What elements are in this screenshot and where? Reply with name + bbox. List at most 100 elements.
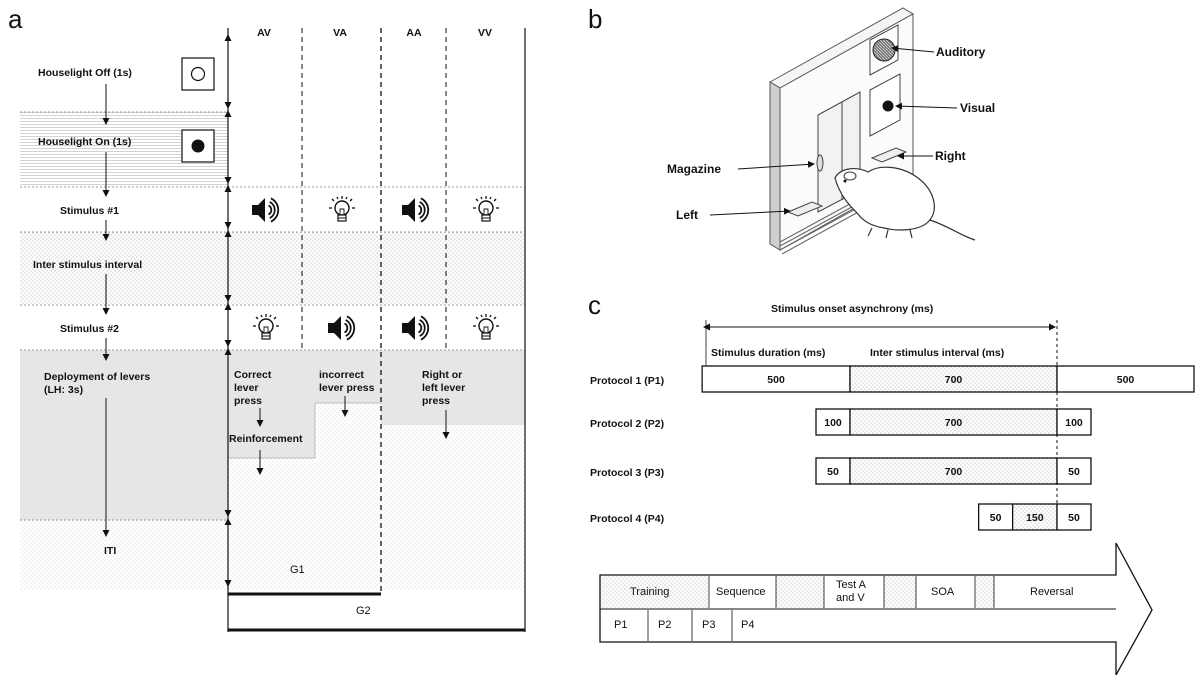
deployment-label: Deployment of levers <box>44 371 150 383</box>
duration2-value: 500 <box>1117 374 1135 386</box>
correct-label-1: Correct <box>234 369 272 381</box>
duration-value: 500 <box>767 374 785 386</box>
incorrect-label-1: incorrect <box>319 369 364 381</box>
either-label-1: Right or <box>422 369 462 381</box>
lightbulb-icon <box>329 196 355 222</box>
protocol-row: Protocol 2 (P2) 100 700 100 <box>590 408 1092 436</box>
protocol-name: Protocol 3 (P3) <box>590 467 664 479</box>
stimulus1-icons <box>252 196 499 223</box>
protocol-row: Protocol 4 (P4) 50 150 50 <box>590 503 1092 531</box>
isi-band <box>20 232 525 305</box>
lightbulb-icon <box>473 196 499 222</box>
protocol-name: Protocol 2 (P2) <box>590 418 664 430</box>
either-press-region <box>381 350 525 425</box>
lightbulb-icon <box>473 314 499 340</box>
phase-gap-2 <box>884 576 916 608</box>
stimulus2-duration-box <box>1056 365 1195 393</box>
timeline-p2: P2 <box>658 619 671 631</box>
phase-training-fill <box>601 576 709 608</box>
correct-label-3: press <box>234 395 262 407</box>
deployment-band <box>20 350 228 520</box>
phase-sequence: Sequence <box>716 586 766 598</box>
iti-label: ITI <box>104 545 116 557</box>
timeline-p4: P4 <box>741 619 754 631</box>
col-header-av: AV <box>257 27 271 39</box>
protocol-name: Protocol 4 (P4) <box>590 513 664 525</box>
left-label: Left <box>676 208 698 222</box>
va-iti-region <box>315 403 381 590</box>
av-correct-region <box>228 350 315 458</box>
lightbulb-icon <box>253 314 279 340</box>
stimulus2-duration-box <box>1056 408 1092 436</box>
houselight-off-label: Houselight Off (1s) <box>38 67 132 79</box>
protocol-name: Protocol 1 (P1) <box>590 375 664 387</box>
panel-c-label: c <box>588 290 601 320</box>
visual-arrow <box>895 102 958 110</box>
houselight-on-bulb <box>191 139 205 153</box>
timeline-p3: P3 <box>702 619 715 631</box>
speaker-icon <box>402 315 430 341</box>
g1-label: G1 <box>290 564 305 576</box>
phase-training: Training <box>630 586 669 598</box>
incorrect-label-2: lever press <box>319 382 375 394</box>
correct-label-2: lever <box>234 382 259 394</box>
timeline: Training Sequence Test A and V SOA Rever… <box>599 542 1153 675</box>
reinforcement-label: Reinforcement <box>229 433 303 445</box>
panel-a-label: a <box>8 4 23 34</box>
stimulus1-duration-box <box>815 408 851 436</box>
stimulus2-icons <box>253 314 499 341</box>
speaker-icon <box>402 197 430 223</box>
duration2-value: 50 <box>1068 512 1080 524</box>
either-iti-region <box>381 425 525 590</box>
isi-value: 700 <box>945 466 963 478</box>
phase-test-line2: and V <box>836 592 865 604</box>
stimulus2-duration-box <box>1056 503 1092 531</box>
either-label-3: press <box>422 395 450 407</box>
stimulus2-label: Stimulus #2 <box>60 323 119 335</box>
isi-header-label: Inter stimulus interval (ms) <box>870 347 1004 359</box>
stimulus1-label: Stimulus #1 <box>60 205 119 217</box>
phase-reversal: Reversal <box>1030 586 1073 598</box>
isi-label: Inter stimulus interval <box>33 259 142 271</box>
timeline-p1: P1 <box>614 619 627 631</box>
col-header-aa: AA <box>406 27 422 39</box>
isi-value: 700 <box>945 417 963 429</box>
phase-gap-3 <box>975 576 994 608</box>
duration-value: 50 <box>990 512 1002 524</box>
duration2-value: 50 <box>1068 466 1080 478</box>
phase-test-line1: Test A <box>836 579 867 591</box>
col-header-vv: VV <box>478 27 492 39</box>
isi-box <box>849 365 1058 393</box>
duration-label: Stimulus duration (ms) <box>711 347 825 359</box>
panel-b-label: b <box>588 4 602 34</box>
stimulus2-duration-box <box>1056 457 1092 485</box>
protocol-row: Protocol 1 (P1) 500 700 500 <box>590 365 1195 393</box>
houselight-on-label: Houselight On (1s) <box>38 136 131 148</box>
magazine-label: Magazine <box>667 162 721 176</box>
operant-chamber <box>769 7 976 255</box>
phase-soa: SOA <box>931 586 955 598</box>
speaker-icon <box>252 197 280 223</box>
duration-value: 100 <box>824 417 842 429</box>
soa-label: Stimulus onset asynchrony (ms) <box>771 303 933 315</box>
magazine-arrow <box>737 160 815 170</box>
duration2-value: 100 <box>1065 417 1083 429</box>
left-arrow <box>709 207 791 216</box>
isi-value: 700 <box>945 374 963 386</box>
auditory-arrow <box>891 45 935 53</box>
speaker-icon <box>328 315 356 341</box>
va-incorrect-region <box>315 350 381 403</box>
col-header-va: VA <box>333 27 347 39</box>
stimulus1-duration-box <box>701 365 851 393</box>
deployment-lh-label: (LH: 3s) <box>44 384 83 396</box>
isi-box <box>1011 503 1058 531</box>
isi-value: 150 <box>1026 512 1044 524</box>
phase-gap-1 <box>776 576 824 608</box>
g2-label: G2 <box>356 605 371 617</box>
right-label: Right <box>935 149 966 163</box>
visual-label: Visual <box>960 101 995 115</box>
auditory-label: Auditory <box>936 45 986 59</box>
